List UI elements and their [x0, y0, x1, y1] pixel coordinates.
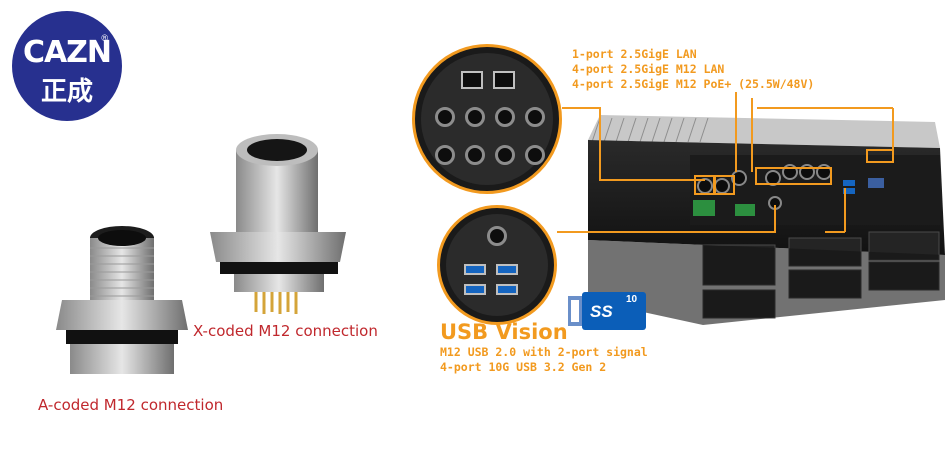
m12-poe-port-row: [435, 145, 545, 165]
lan-callout-line: 4-port 2.5GigE M12 LAN: [572, 62, 725, 76]
m12-lan-port: [495, 107, 515, 127]
m12-poe-port: [495, 145, 515, 165]
registered-mark: ®: [101, 33, 108, 43]
usb-badge-text: SS: [590, 302, 613, 321]
usb-ports-zoom: [437, 205, 557, 325]
a-coded-connector-image: [56, 226, 188, 374]
x-coded-connector-image: [210, 134, 346, 314]
brand-logo: CAZN 正成 ®: [12, 11, 122, 121]
port-highlight-boxes: [694, 149, 894, 195]
industrial-pc-image: [588, 115, 945, 325]
rj45-port: [461, 71, 483, 89]
usb-port-row-bottom: [464, 284, 518, 295]
m12-poe-port: [465, 145, 485, 165]
rj45-port: [493, 71, 515, 89]
usb-callout-line: M12 USB 2.0 with 2-port signal: [440, 345, 648, 359]
m12-usb-port: [487, 226, 507, 246]
usb3-port: [496, 264, 518, 275]
logo-chinese-text: 正成: [40, 77, 93, 107]
lan-callout-line: 4-port 2.5GigE M12 PoE+ (25.5W/48V): [572, 77, 815, 91]
usb-callout-line: 4-port 10G USB 3.2 Gen 2: [440, 360, 607, 374]
usb-vision-title: USB Vision: [440, 320, 568, 344]
callout-lines: [557, 92, 894, 233]
m12-usb-port-row: [487, 226, 507, 246]
lan-callout-line: 1-port 2.5GigE LAN: [572, 47, 697, 61]
usb-badge-number: 10: [626, 294, 638, 305]
logo-text: CAZN: [22, 35, 112, 70]
m12-lan-port: [435, 107, 455, 127]
usb3-port: [464, 284, 486, 295]
rj45-port-row: [461, 71, 515, 89]
x-coded-caption: X-coded M12 connection: [193, 322, 378, 340]
lan-callout: 1-port 2.5GigE LAN 4-port 2.5GigE M12 LA…: [572, 47, 814, 92]
usb3-port: [496, 284, 518, 295]
m12-lan-port: [465, 107, 485, 127]
usb-port-row-top: [464, 264, 518, 275]
usb-superspeed-badge: [568, 292, 646, 330]
usb3-port: [464, 264, 486, 275]
m12-lan-port: [525, 107, 545, 127]
m12-lan-port-row: [435, 107, 545, 127]
a-coded-caption: A-coded M12 connection: [38, 396, 224, 414]
m12-poe-port: [435, 145, 455, 165]
lan-ports-zoom: [412, 44, 562, 194]
m12-poe-port: [525, 145, 545, 165]
usb-callout: M12 USB 2.0 with 2-port signal 4-port 10…: [440, 345, 648, 375]
